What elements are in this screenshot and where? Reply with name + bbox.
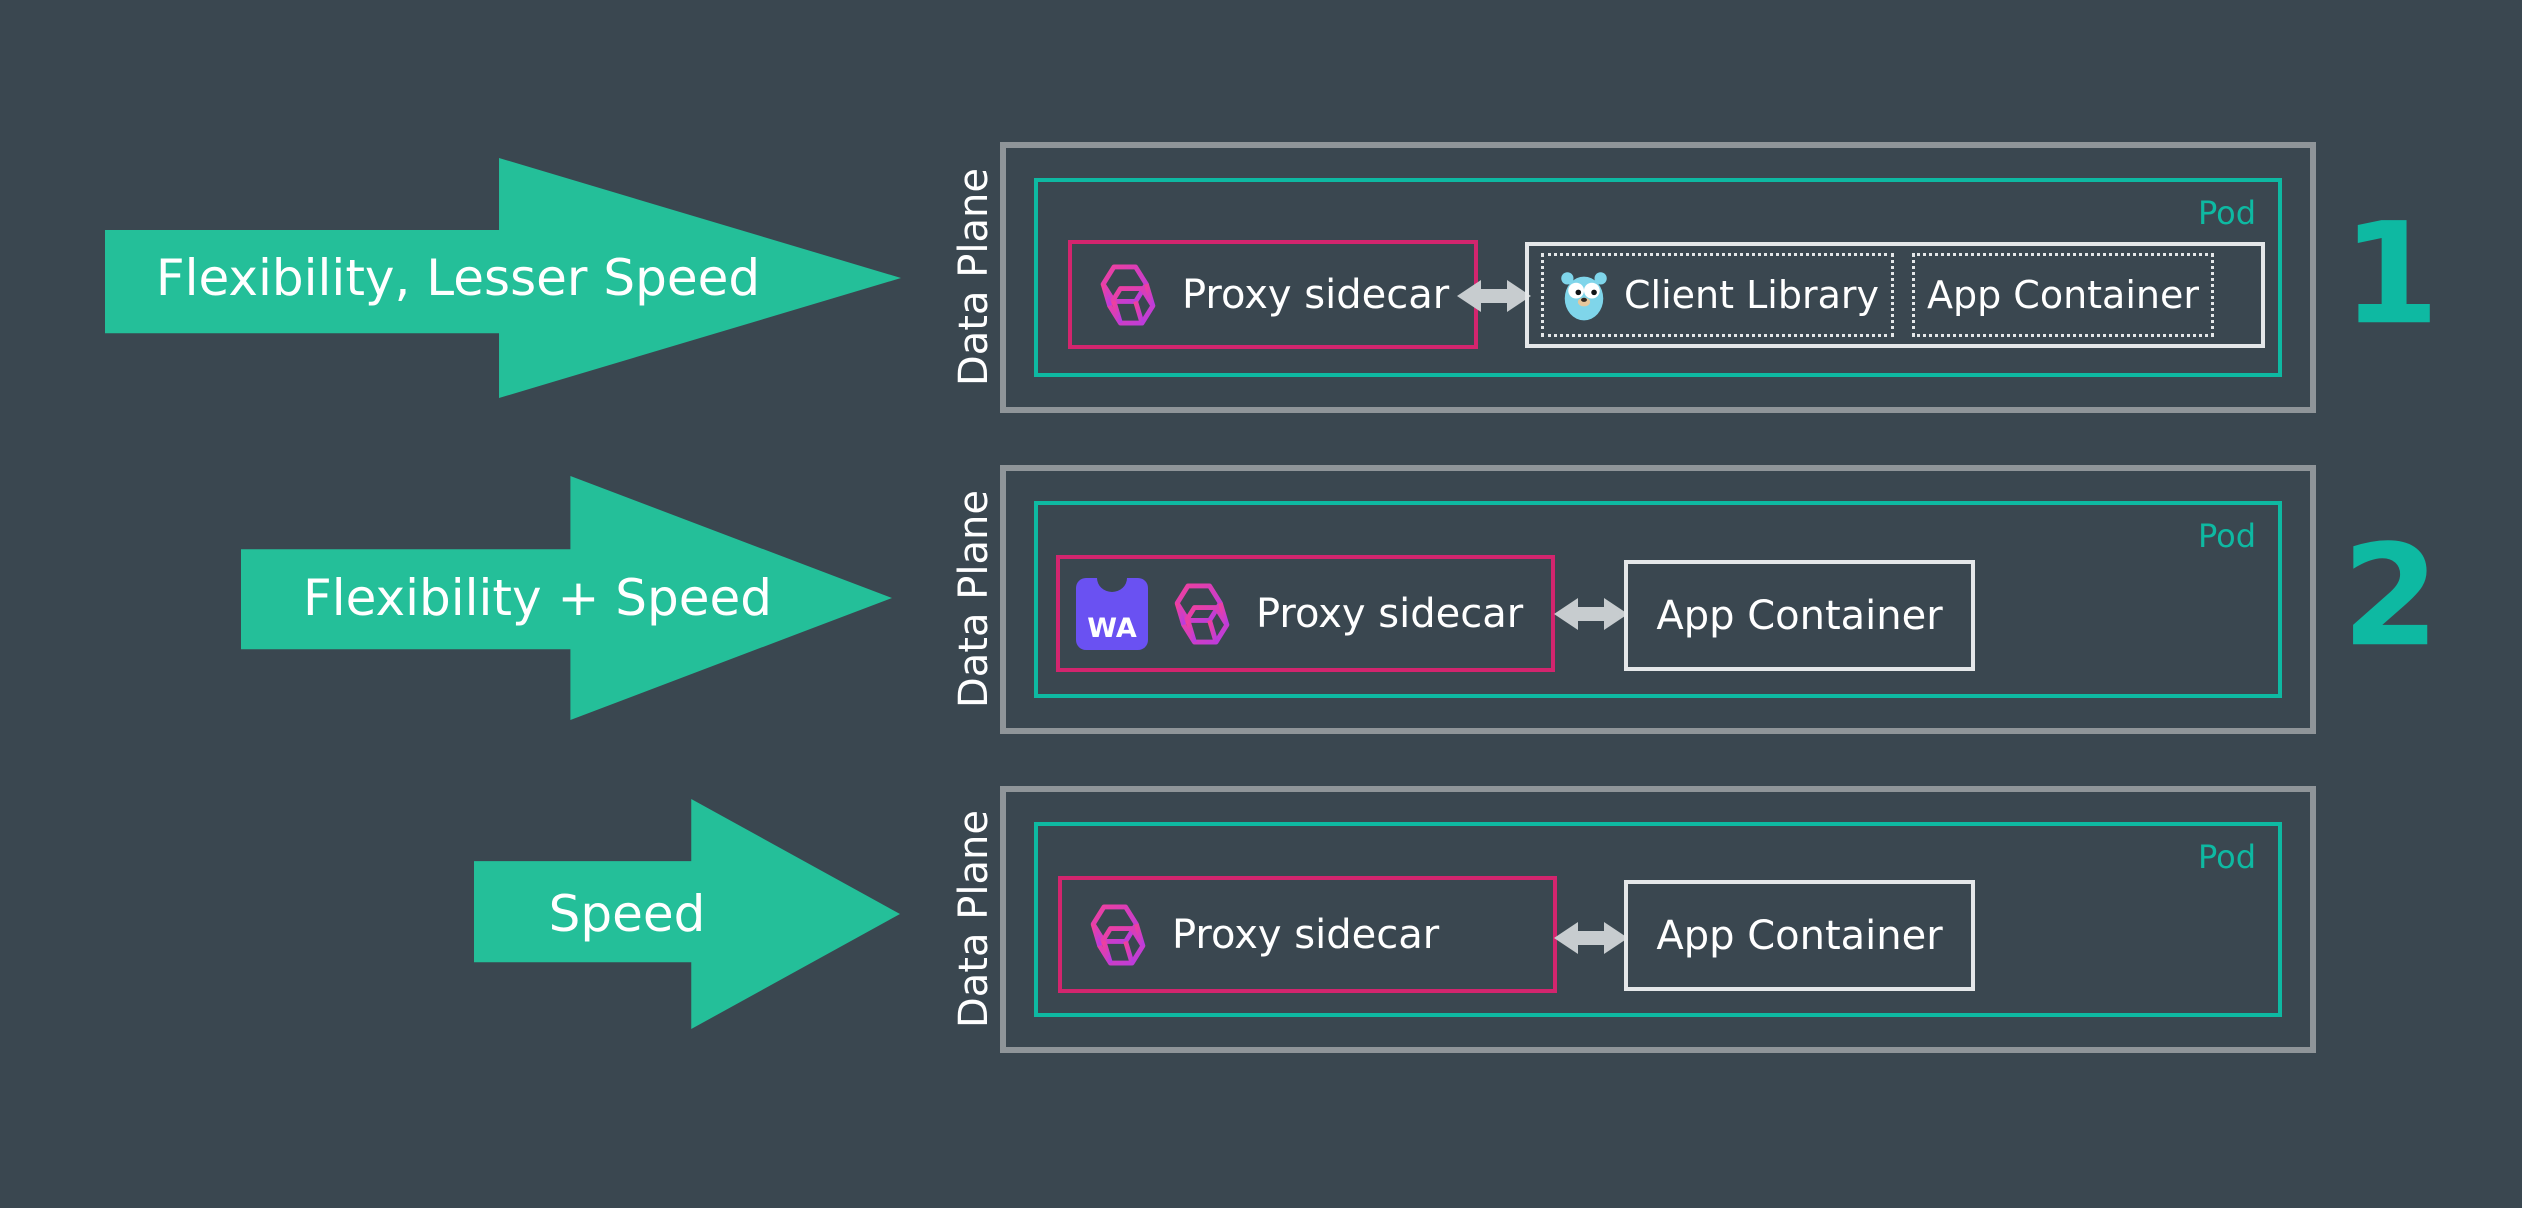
proxy-sidecar-box: Proxy sidecar — [1058, 876, 1557, 993]
app-container-label: App Container — [1656, 912, 1943, 959]
row-1-panel: Data Plane Pod Proxy sidecar Client Libr… — [950, 142, 2522, 413]
client-library-box: Client Library — [1541, 253, 1894, 337]
app-container-box: App Container — [1911, 253, 2214, 337]
proxy-sidecar-label: Proxy sidecar — [1256, 590, 1524, 637]
row-3-panel: Data Plane Pod Proxy sidecar App Contain… — [950, 786, 2522, 1053]
arrow-label: Flexibility + Speed — [302, 569, 773, 627]
proxy-sidecar-label: Proxy sidecar — [1182, 271, 1450, 318]
data-plane-box: Pod Proxy sidecar App Container — [1000, 786, 2316, 1053]
app-container-label: App Container — [1656, 592, 1943, 639]
bidirectional-arrow-icon — [1554, 922, 1628, 954]
arrow-flexibility-plus-speed: Flexibility + Speed — [241, 476, 892, 720]
data-plane-box: Pod WA Proxy sidecar App Container — [1000, 465, 2316, 734]
data-plane-label: Data Plane — [951, 810, 997, 1029]
pod-box: Pod Proxy sidecar App Container — [1034, 822, 2282, 1017]
bidirectional-arrow-icon — [1554, 598, 1628, 630]
data-plane-label: Data Plane — [951, 490, 997, 709]
go-gopher-icon — [1561, 272, 1607, 321]
data-plane-box: Pod Proxy sidecar Client Library App Con… — [1000, 142, 2316, 413]
webassembly-icon: WA — [1076, 577, 1148, 650]
proxy-sidecar-box: WA Proxy sidecar — [1056, 555, 1555, 672]
pod-label: Pod — [2197, 194, 2256, 232]
pod-box: Pod WA Proxy sidecar App Container — [1034, 501, 2282, 698]
hexagon-mesh-icon — [1088, 260, 1168, 330]
bidirectional-arrow-icon — [1457, 280, 1531, 312]
arrow-label: Speed — [548, 885, 706, 943]
data-plane-label: Data Plane — [951, 168, 997, 387]
pod-box: Pod Proxy sidecar Client Library App Con… — [1034, 178, 2282, 377]
arrow-label: Flexibility, Lesser Speed — [155, 249, 761, 307]
proxy-sidecar-label: Proxy sidecar — [1172, 911, 1440, 958]
pod-label: Pod — [2197, 517, 2256, 555]
client-library-label: Client Library — [1624, 273, 1879, 317]
pod-label: Pod — [2197, 838, 2256, 876]
app-container-box: App Container — [1624, 880, 1975, 991]
webassembly-label: WA — [1087, 612, 1137, 644]
hexagon-mesh-icon — [1078, 900, 1158, 970]
app-container-group-box: Client Library App Container — [1525, 242, 2265, 348]
app-container-box: App Container — [1624, 560, 1975, 671]
arrow-speed: Speed — [474, 799, 900, 1029]
app-container-label: App Container — [1926, 273, 2199, 317]
option-number: 1 — [2342, 192, 2440, 356]
arrow-flexibility-lesser-speed: Flexibility, Lesser Speed — [105, 158, 901, 398]
proxy-sidecar-box: Proxy sidecar — [1068, 240, 1478, 349]
option-number: 2 — [2342, 514, 2440, 678]
row-2-panel: Data Plane Pod WA Proxy sidecar App Cont… — [950, 465, 2522, 734]
hexagon-mesh-icon — [1162, 579, 1242, 649]
